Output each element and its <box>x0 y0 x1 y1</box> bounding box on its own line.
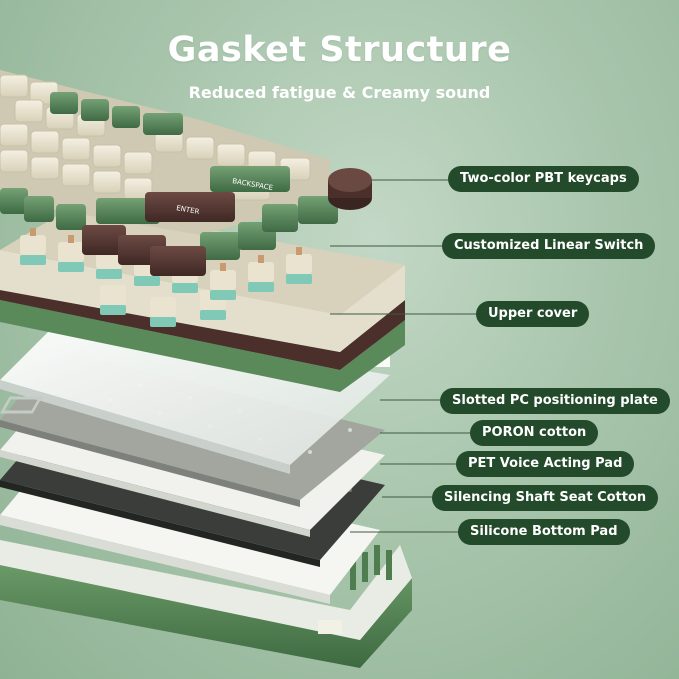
page-subtitle: Reduced fatigue & Creamy sound <box>188 83 491 102</box>
callout-keycaps: Two-color PBT keycaps <box>448 166 639 192</box>
callout-shaft-seat-cotton: Silencing Shaft Seat Cotton <box>432 485 659 511</box>
callout-silicone-pad: Silicone Bottom Pad <box>458 519 630 545</box>
callout-pc-plate: Slotted PC positioning plate <box>440 388 670 414</box>
volume-knob <box>328 168 372 210</box>
callout-pet-pad: PET Voice Acting Pad <box>456 451 635 477</box>
enter-keycap-legend: ENTER <box>176 204 200 216</box>
bottom-case <box>0 540 412 668</box>
pbt-keycaps: BACKSPACE ENTER <box>0 70 372 276</box>
linear-switches <box>20 228 312 327</box>
callout-leader-lines <box>330 179 476 533</box>
callout-poron-cotton: PORON cotton <box>470 420 599 446</box>
page-title: Gasket Structure <box>167 30 512 70</box>
callout-upper-cover: Upper cover <box>476 301 590 327</box>
callout-linear-switch: Customized Linear Switch <box>442 233 656 259</box>
